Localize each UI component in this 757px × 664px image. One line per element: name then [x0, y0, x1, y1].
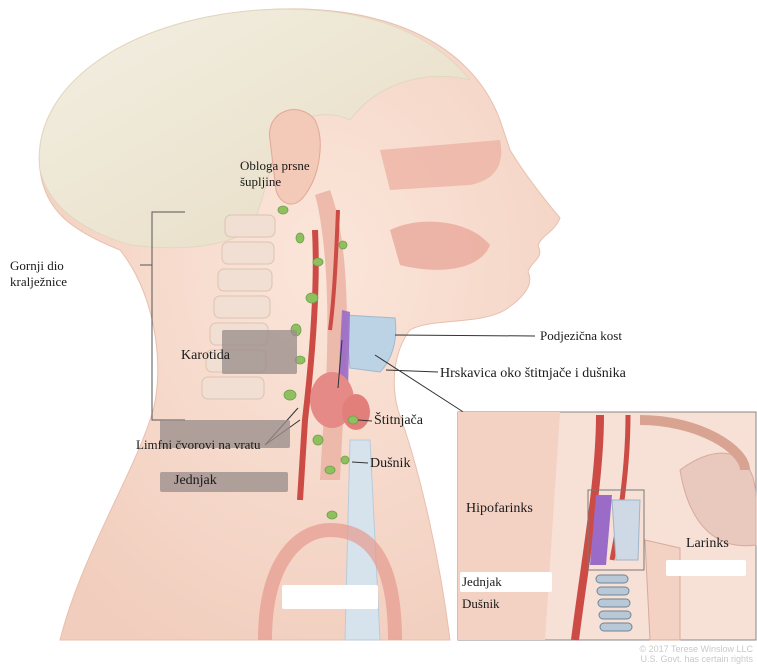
- label-thyroid: Štitnjača: [374, 413, 423, 429]
- label-upper-spine-line2: kralježnice: [10, 274, 67, 290]
- label-hyoid: Podjezična kost: [540, 328, 622, 344]
- label-larynx: Larinks: [686, 536, 729, 552]
- white-cover-larynx: [666, 560, 746, 576]
- label-esophagus-main: Jednjak: [174, 473, 217, 489]
- copyright-credit: © 2017 Terese Winslow LLC U.S. Govt. has…: [639, 644, 753, 664]
- label-pleural-lining-line1: Obloga prsne: [240, 158, 310, 174]
- label-lymph-nodes: Limfni čvorovi na vratu: [136, 437, 261, 453]
- label-carotid: Karotida: [181, 348, 230, 364]
- label-hypopharynx: Hipofarinks: [466, 501, 533, 517]
- label-thyroid-cartilage: Hrskavica oko štitnjače i dušnika: [440, 366, 626, 382]
- label-patch-carotid: [222, 330, 297, 374]
- white-cover-left: [282, 585, 378, 609]
- label-trachea-main: Dušnik: [370, 456, 410, 472]
- copyright-line1: © 2017 Terese Winslow LLC: [639, 644, 753, 654]
- label-trachea-inset: Dušnik: [462, 596, 500, 612]
- thyroid-gland-right: [342, 394, 370, 430]
- label-pleural-lining-line2: šupljine: [240, 174, 310, 190]
- label-pleural-lining: Obloga prsne šupljine: [240, 158, 310, 190]
- label-upper-spine-line1: Gornji dio: [10, 258, 67, 274]
- copyright-line2: U.S. Govt. has certain rights: [639, 654, 753, 664]
- label-esophagus-inset: Jednjak: [462, 574, 502, 590]
- inset-panel: [458, 412, 756, 640]
- label-upper-spine: Gornji dio kralježnice: [10, 258, 67, 290]
